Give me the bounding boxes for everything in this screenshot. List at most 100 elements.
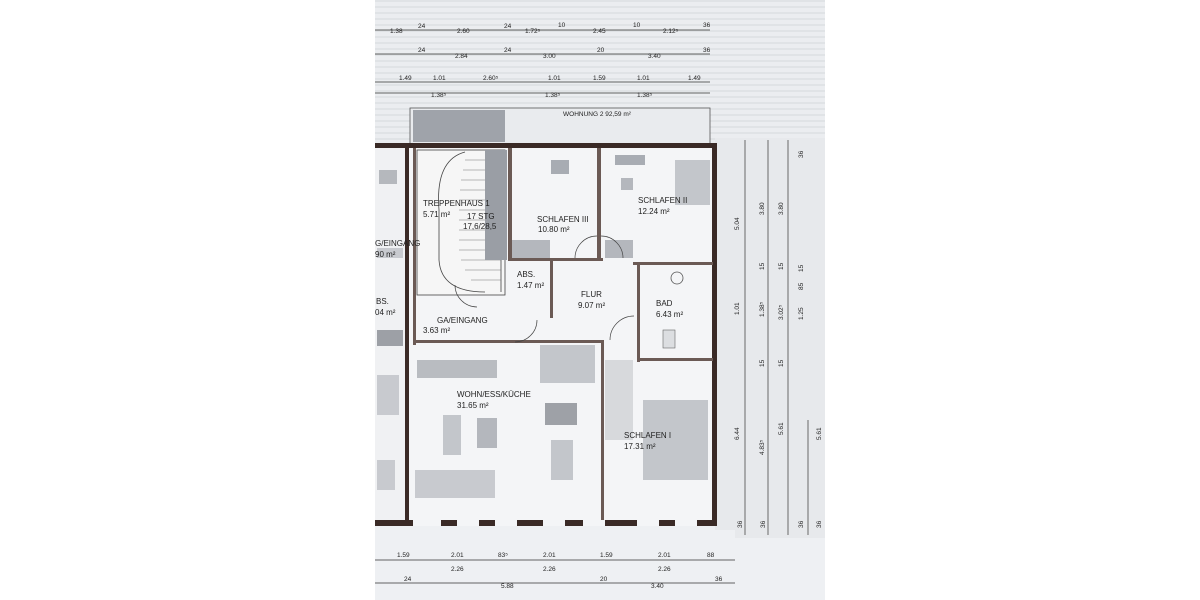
dim-text: 1.38⁵ — [759, 301, 766, 317]
dim-text: 36 — [798, 520, 805, 528]
dim-text: 3.80 — [778, 202, 785, 215]
room-area: 04 m² — [375, 308, 396, 317]
room-name: BAD — [656, 299, 673, 308]
room-area: 6.43 m² — [656, 310, 683, 319]
dim-text: 1.01 — [433, 75, 446, 82]
adjacent-apartment — [375, 148, 405, 520]
staircase — [416, 149, 507, 296]
dim-text: 24 — [418, 47, 426, 54]
room-name: G/EINGANG — [375, 239, 420, 248]
dimension-lines-right — [744, 140, 809, 535]
dim-text: 2.26 — [451, 566, 464, 573]
furniture — [415, 155, 710, 498]
apartment-label: WOHNUNG 2 92,59 m² — [563, 111, 632, 118]
dim-text: 15 — [798, 264, 805, 272]
top-dim-row2: 24 2.84 24 3.00 20 3.40 36 — [418, 47, 711, 60]
dim-text: 1.59 — [593, 75, 606, 82]
sofa — [477, 418, 497, 448]
interior-walls — [413, 148, 713, 520]
sideboard — [415, 470, 495, 498]
dim-text: 2.01 — [658, 552, 671, 559]
chair-schlafen2 — [621, 178, 633, 190]
room-name: SCHLAFEN II — [638, 196, 687, 205]
bed-schlafen1 — [643, 400, 708, 480]
dim-text: 2.84 — [455, 53, 468, 60]
dim-text: 1.01 — [734, 302, 741, 315]
wardrobe-schlafen2 — [605, 240, 633, 258]
room-area: 31.65 m² — [457, 401, 489, 410]
dim-text: 36 — [798, 150, 805, 158]
dim-text: 1.49 — [688, 75, 701, 82]
dim-text: 24 — [404, 576, 412, 583]
top-dim-row1: 1.38 24 2.60 24 1.72⁵ 10 2.45 10 2.12⁵ 3… — [390, 22, 711, 35]
dim-text: 83⁵ — [498, 552, 508, 559]
room-area: 3.63 m² — [423, 326, 450, 335]
right-dim-col1: 5.04 1.01 6.44 — [734, 217, 741, 440]
dim-text: 15 — [759, 359, 766, 367]
bed-schlafen3 — [512, 240, 550, 258]
bathtub — [670, 271, 684, 285]
right-dim-col4: 36 15 85 1.25 36 — [798, 150, 805, 528]
right-dim-col2: 3.80 15 1.38⁵ 15 4.83⁵ — [759, 202, 766, 455]
room-name: ABS. — [517, 270, 535, 279]
coffee-table — [443, 415, 461, 455]
top-dim-row3: 1.49 1.01 2.60⁵ 1.01 1.59 1.01 1.49 — [399, 75, 701, 82]
dim-text: 10 — [558, 22, 566, 29]
dim-text: 24 — [504, 23, 512, 30]
dim-text: 3.02⁵ — [778, 304, 785, 320]
wardrobe-schlafen1 — [605, 360, 633, 440]
room-name: GA/EINGANG — [437, 316, 488, 325]
door-swings — [454, 235, 635, 343]
dim-text: 5.88 — [501, 583, 514, 590]
stove — [545, 403, 577, 425]
dining-table — [551, 440, 573, 480]
dim-text: 5.61 — [816, 427, 823, 440]
room-area: 17,6/28,5 — [463, 222, 497, 231]
dim-text: 3.80 — [759, 202, 766, 215]
dim-text: 36 — [703, 47, 711, 54]
bottom-dim-row1: 1.59 2.01 83⁵ 2.01 1.59 2.01 88 — [397, 552, 715, 559]
room-area: 12.24 m² — [638, 207, 670, 216]
dim-text: 5.04 — [734, 217, 741, 230]
room-name: BS. — [376, 297, 389, 306]
right-dim-col3: 3.80 15 3.02⁵ 15 5.61 — [778, 202, 785, 435]
dim-text: 15 — [778, 262, 785, 270]
dim-text: 2.60⁵ — [483, 75, 499, 82]
dim-text: 36 — [737, 520, 744, 528]
desk-schlafen3 — [551, 160, 569, 174]
dim-text: 1.38 — [390, 28, 403, 35]
dim-text: 1.01 — [637, 75, 650, 82]
bath-fixture — [662, 329, 676, 349]
room-name: WOHN/ESS/KÜCHE — [457, 390, 531, 399]
dim-text: 24 — [418, 23, 426, 30]
dim-text: 2.26 — [543, 566, 556, 573]
dim-text: 85 — [798, 282, 805, 290]
dim-text: 2.26 — [658, 566, 671, 573]
dim-text: 10 — [633, 22, 641, 29]
dim-text: 20 — [600, 576, 608, 583]
dim-text: 5.61 — [778, 422, 785, 435]
bed-schlafen2 — [675, 160, 710, 205]
dim-text: 3.40 — [648, 53, 661, 60]
bottom-dim-row3: 24 5.88 20 3.40 36 — [404, 576, 723, 590]
room-area: 10.80 m² — [538, 225, 570, 234]
desk-schlafen2 — [615, 155, 645, 165]
dim-text: 36 — [816, 520, 823, 528]
dim-text: 2.60 — [457, 28, 470, 35]
dim-text: 1.59 — [397, 552, 410, 559]
windows-bottom — [413, 520, 697, 526]
dim-text: 36 — [703, 22, 711, 29]
dim-text: 20 — [597, 47, 605, 54]
dim-text: 1.59 — [600, 552, 613, 559]
dim-text: 88 — [707, 552, 715, 559]
dim-text: 36 — [715, 576, 723, 583]
room-name: 17 STG — [467, 212, 495, 221]
room-name: TREPPENHAUS 1 — [423, 199, 490, 208]
dim-text: 2.01 — [543, 552, 556, 559]
room-area: 17.31 m² — [624, 442, 656, 451]
floor-plan: 1.38 24 2.60 24 1.72⁵ 10 2.45 10 2.12⁵ 3… — [375, 0, 825, 600]
dim-text: 1.38⁵ — [637, 92, 653, 99]
dim-text: 1.38⁵ — [431, 92, 447, 99]
balcony-box — [413, 110, 505, 142]
kitchen-island — [540, 345, 595, 383]
